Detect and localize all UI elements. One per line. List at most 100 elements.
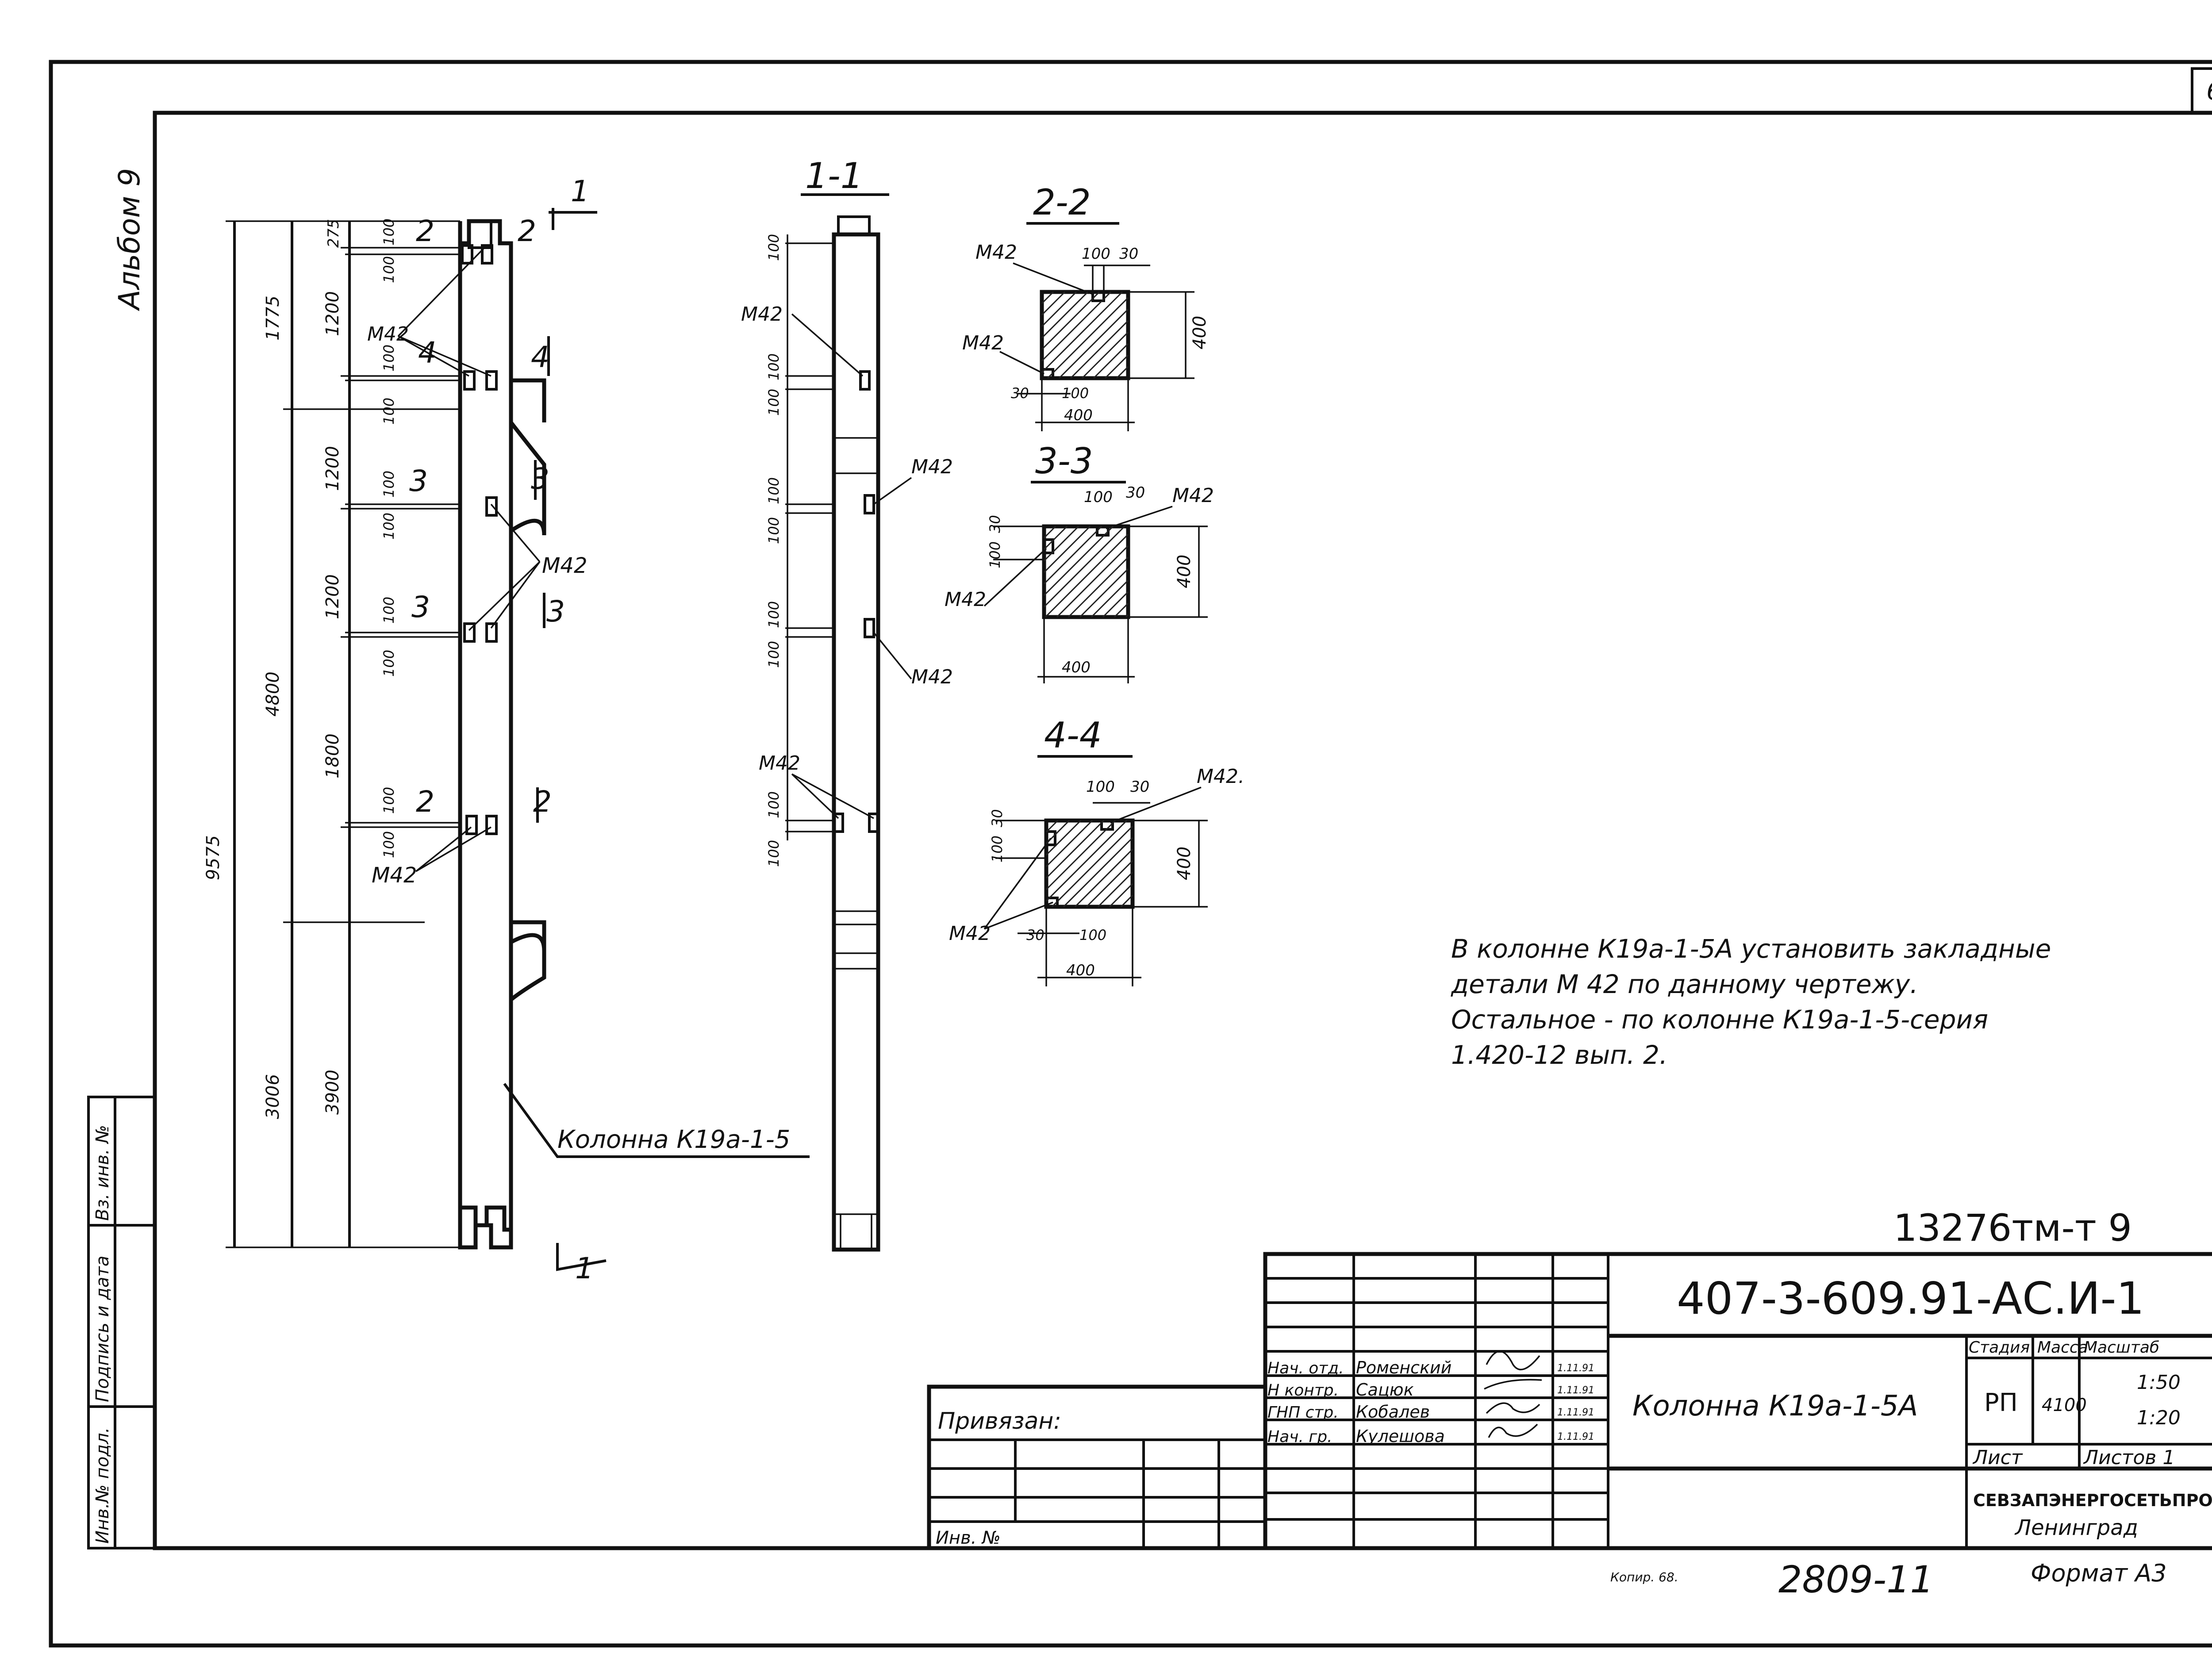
stamp-inv-ref: Вз. инв. №: [92, 1125, 113, 1221]
hatch-line: [1109, 883, 1133, 908]
dim-100-f: 100: [380, 513, 397, 540]
column-base: [458, 1208, 513, 1250]
binding-inv-label: Инв. №: [936, 1528, 1001, 1548]
note-line-2: детали М 42 по данному чертежу.: [1451, 969, 1918, 999]
column-label-leader: [503, 1083, 810, 1158]
mark-3-left-a: 3: [409, 464, 428, 498]
hatch-line: [1056, 545, 1129, 618]
dim-100-j: 100: [380, 831, 397, 858]
header-scale: Масштаб: [2084, 1338, 2159, 1357]
hatch-line: [1104, 354, 1129, 379]
s11-dim-e: 100: [765, 517, 782, 544]
sig-name-2: Сацюк: [1356, 1380, 1414, 1400]
sheet-label: Лист: [1972, 1446, 2023, 1469]
handwritten-signatures: [1484, 1350, 1542, 1438]
mark-3-right-b: 3: [546, 594, 565, 629]
note-line-3: Остальное - по колонне К19а-1-5-серия: [1451, 1005, 1988, 1035]
s44-dim-a: 100: [1086, 778, 1115, 796]
s33-dim-f: 30: [987, 515, 1003, 533]
hatch-line: [1102, 591, 1129, 618]
embed-label-bottom: М42: [372, 863, 417, 888]
section-2-2: 2-2 М42 М42 100 30 400 100 30 400: [962, 182, 1210, 431]
hatch-line: [1045, 820, 1093, 867]
s22-dim-e: 30: [1011, 385, 1029, 402]
hatch-line: [1043, 525, 1125, 608]
s44-dim-b: 30: [1130, 778, 1149, 796]
sig-date-1: 1.11.91: [1557, 1363, 1594, 1374]
hatch-line: [1116, 366, 1129, 379]
stage-value: РП: [1984, 1388, 2018, 1417]
dim-3900: 3900: [323, 1070, 343, 1115]
hatch-line: [1041, 291, 1054, 304]
leader-bottom-a: [415, 826, 472, 872]
dim-upper: 4800: [263, 671, 283, 717]
s11-dim-b: 100: [765, 353, 782, 380]
dim-100-e: 100: [380, 471, 397, 498]
hatch-line: [1041, 291, 1123, 373]
s22-dim-d: 100: [1062, 385, 1089, 402]
hatch-line: [1041, 291, 1066, 316]
s11-embed-mid: М42: [911, 456, 953, 478]
sheet-number: 6: [2206, 77, 2212, 106]
s33-dim-b: 30: [1126, 484, 1145, 502]
s11-embed-bottom: М42: [759, 752, 800, 775]
binding-label: Привязан:: [938, 1408, 1061, 1434]
s22-dim-f: 400: [1064, 406, 1093, 424]
dim-100-c: 100: [380, 345, 397, 372]
section-2-2-square: [1040, 290, 1130, 380]
dim-total: 9575: [203, 835, 223, 880]
s33-dim-c: 400: [1174, 555, 1194, 588]
section-1-1: 1-1: [741, 155, 953, 1252]
sig-role-2: Н контр.: [1267, 1381, 1339, 1400]
sheets-count: Листов 1: [2083, 1446, 2175, 1469]
archive-number: 13276тм-т 9: [1893, 1206, 2132, 1250]
hatch-line: [1045, 820, 1082, 856]
hatch-line: [1070, 320, 1129, 379]
section-1-1-body: [832, 232, 880, 1252]
hatch-line: [1074, 848, 1133, 908]
mark-2-left-b: 2: [416, 785, 434, 819]
s22-dim-b: 30: [1119, 245, 1138, 263]
section-3-3: 3-3 М42 М42 100 30 400 400 100 30: [945, 441, 1214, 683]
leader-mid-a: [490, 503, 541, 563]
embed-markers: [461, 244, 498, 835]
s33-dim-d: 400: [1062, 659, 1091, 676]
hatch-line: [1081, 331, 1129, 379]
s11-embed-low: М42: [911, 666, 953, 688]
embed-label-top: М42: [367, 323, 409, 345]
org-city: Ленинград: [2014, 1515, 2138, 1540]
section-hatching: [1041, 291, 1133, 908]
hatch-line: [1041, 291, 1112, 362]
hatch-line: [1045, 820, 1105, 879]
copy-number: 2809-11: [1778, 1558, 1934, 1601]
hatch-line: [1041, 291, 1100, 350]
hatch-line: [1045, 820, 1116, 890]
s11-dim-f: 100: [765, 601, 782, 628]
signature-rows: Нач. отд. Роменский 1.11.91 Н контр. Сац…: [1267, 1350, 1594, 1446]
hatch-line: [1045, 533, 1129, 618]
leader-bottom-b: [415, 826, 492, 872]
mark-4-right: 4: [531, 340, 549, 374]
hatch-line: [1043, 525, 1056, 539]
org-name: СЕВЗАПЭНЕРГОСЕТЬПРОЕКТ: [1973, 1491, 2212, 1510]
note-block: В колонне К19а-1-5А установить закладные…: [1451, 934, 2051, 1070]
leader-top-a: [398, 335, 469, 377]
format-label: Формат А3: [2031, 1559, 2167, 1587]
hatch-line: [1041, 291, 1077, 327]
hatch-line: [1120, 894, 1133, 908]
inner-frame: [153, 111, 2212, 1550]
dim-1200a: 1200: [323, 291, 343, 336]
binding-block: Привязан: Инв. №: [927, 1384, 1267, 1550]
hatch-line: [1063, 837, 1133, 908]
mark-3-right-a: 3: [531, 462, 549, 496]
sheet-number-box: [2191, 67, 2212, 114]
hatch-line: [1047, 297, 1129, 379]
section-arrows-elevation: [534, 208, 607, 1271]
stamp-inv-original: Инв.№ подл.: [92, 1427, 113, 1544]
hatch-line: [1043, 525, 1102, 585]
s33-dim-a: 100: [1084, 488, 1113, 506]
dim-lower: 3006: [263, 1074, 283, 1119]
s44-dim-d: 30: [1026, 927, 1045, 943]
leader-top-b: [398, 335, 492, 377]
title-block: 407-3-609.91-АС.И-1 Колонна К19а-1-5А Ст…: [1263, 1252, 2212, 1550]
